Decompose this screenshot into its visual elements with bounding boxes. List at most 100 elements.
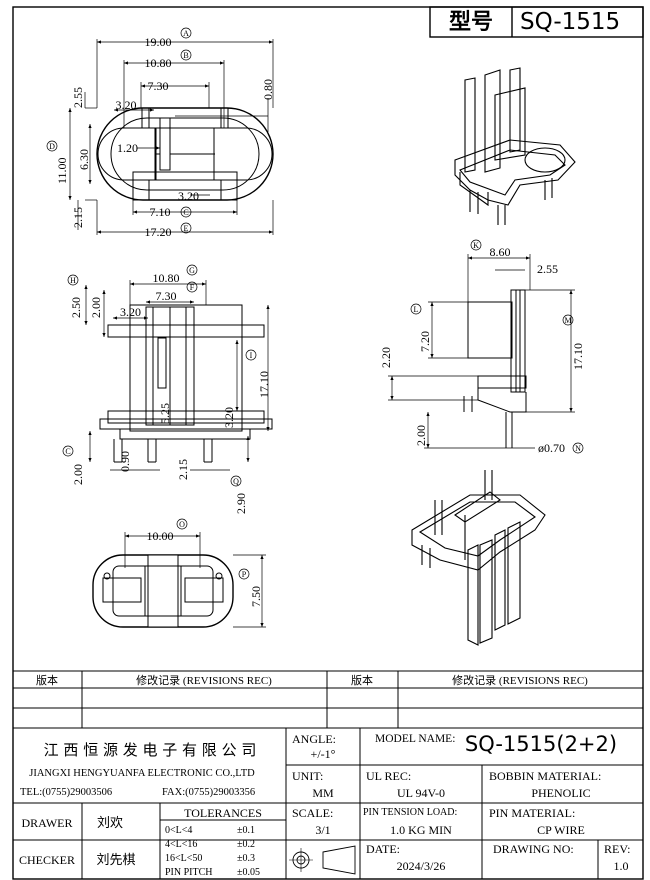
date-value: 2024/3/26	[397, 859, 446, 873]
top-view	[68, 39, 274, 235]
model-name-value: SQ-1515(2+2)	[465, 732, 617, 756]
model-name-label: MODEL NAME:	[375, 733, 455, 745]
company-tel: TEL:(0755)29003506	[20, 787, 112, 798]
svg-text:P: P	[242, 570, 247, 579]
svg-text:E: E	[184, 224, 189, 233]
mark-e: E	[180, 222, 192, 234]
tol-range-2: 16<L<50	[165, 853, 202, 864]
rev-col-version-1: 版本	[36, 673, 58, 687]
mark-p: P	[238, 568, 250, 580]
unit-value: MM	[312, 786, 334, 800]
dim-2-55-side: 2.55	[537, 262, 558, 276]
tol-value-0: ±0.1	[237, 825, 255, 836]
company-fax: FAX:(0755)29003356	[162, 787, 255, 798]
scale-value: 3/1	[315, 823, 330, 837]
svg-text:C: C	[65, 447, 70, 456]
mark-c-front: C	[62, 445, 74, 457]
bottom-view-labels: 10.00 O 7.50 P	[147, 518, 263, 607]
revisions-header: 版本 修改记录 (REVISIONS REC) 版本 修改记录 (REVISIO…	[36, 673, 588, 687]
drawer-name: 刘欢	[97, 816, 123, 831]
checker-name: 刘先棋	[96, 853, 135, 868]
rev-col-record-2: 修改记录 (REVISIONS REC)	[452, 673, 588, 687]
dim-2-00-front-2: 2.00	[71, 464, 85, 485]
svg-text:A: A	[183, 29, 189, 38]
dim-0-90: 0.90	[118, 451, 132, 472]
mark-d: D	[46, 140, 58, 152]
svg-text:D: D	[49, 142, 55, 151]
bobbin-value: PHENOLIC	[531, 786, 590, 800]
dim-2-15-top: 2.15	[71, 207, 85, 228]
svg-text:K: K	[473, 241, 479, 250]
dim-2-20: 2.20	[379, 347, 393, 368]
mark-g: G	[186, 264, 198, 276]
dim-3-20-front: 3.20	[120, 305, 141, 319]
tol-value-2: ±0.3	[237, 853, 255, 864]
mark-h: H	[67, 274, 79, 286]
svg-text:M: M	[564, 316, 571, 325]
pin-tension-value: 1.0 KG MIN	[390, 823, 452, 837]
dim-17-20: 17.20	[145, 225, 172, 239]
rev-value: 1.0	[614, 859, 629, 873]
tol-range-3: PIN PITCH	[165, 867, 213, 878]
mark-l: L	[410, 303, 422, 315]
front-view-labels: 10.80 G 7.30 F 3.20 2.50 H 2.00 5.25 3.2…	[62, 264, 271, 514]
dim-7-50: 7.50	[249, 586, 263, 607]
dim-pin-dia: ø0.70	[538, 441, 565, 455]
mark-o: O	[176, 518, 188, 530]
dim-7-30-front: 7.30	[156, 289, 177, 303]
dim-3-20-bottom: 3.20	[178, 189, 199, 203]
top-view-labels: 19.00 A 10.80 B 7.30 3.20 2.55 0.80 1.20…	[46, 27, 275, 239]
svg-text:G: G	[189, 266, 195, 275]
angle-label: ANGLE:	[292, 732, 336, 746]
dim-7-30: 7.30	[148, 79, 169, 93]
bobbin-label: BOBBIN MATERIAL:	[489, 769, 601, 783]
svg-text:C: C	[183, 208, 188, 217]
checker-label: CHECKER	[19, 853, 75, 867]
model-code: SQ-1515	[520, 9, 620, 35]
side-view-labels: 8.60 K 2.55 7.20 L 17.10 M 2.20 2.00 ø0.…	[379, 239, 585, 455]
bottom-view	[92, 532, 266, 628]
svg-text:L: L	[414, 305, 419, 314]
tol-value-1: ±0.2	[237, 839, 255, 850]
dim-2-00-side: 2.00	[414, 425, 428, 446]
ul-value: UL 94V-0	[397, 786, 445, 800]
pin-material-label: PIN MATERIAL:	[489, 806, 575, 820]
dim-2-15-front: 2.15	[176, 459, 190, 480]
dim-19-00: 19.00	[145, 35, 172, 49]
dim-7-10: 7.10	[150, 205, 171, 219]
dim-2-00-front: 2.00	[89, 297, 103, 318]
drawing-no-label: DRAWING NO:	[493, 842, 574, 856]
svg-text:Q: Q	[233, 477, 239, 486]
dim-17-10-front: 17.10	[257, 371, 271, 398]
tol-range-1: 4<L<16	[165, 839, 197, 850]
mark-i: I	[245, 349, 257, 361]
svg-text:N: N	[575, 444, 581, 453]
mark-n: N	[572, 442, 584, 454]
pin-tension-label: PIN TENSION LOAD:	[363, 807, 457, 818]
mark-f: F	[186, 281, 198, 293]
dim-2-55: 2.55	[71, 87, 85, 108]
mark-m: M	[562, 314, 574, 326]
dim-0-80: 0.80	[261, 79, 275, 100]
dim-10-80-front: 10.80	[153, 271, 180, 285]
dim-17-10-side: 17.10	[571, 343, 585, 370]
isometric-view-bottom	[411, 470, 546, 646]
mark-k: K	[470, 239, 482, 251]
unit-label: UNIT:	[292, 769, 323, 783]
dim-11-00: 11.00	[55, 157, 69, 184]
side-view	[388, 254, 575, 449]
dim-3-20-top: 3.20	[116, 98, 137, 112]
model-label: 型号	[449, 10, 493, 35]
svg-text:I: I	[250, 351, 253, 360]
revisions-table	[13, 670, 643, 729]
scale-label: SCALE:	[292, 806, 333, 820]
projection-symbol-icon	[289, 845, 356, 875]
mark-b: B	[180, 49, 192, 61]
svg-text:B: B	[183, 51, 188, 60]
company-info: 江 西 恒 源 发 电 子 有 限 公 司 JIANGXI HENGYUANFA…	[20, 741, 256, 798]
dim-8-60: 8.60	[490, 245, 511, 259]
dim-10-80: 10.80	[145, 56, 172, 70]
tol-value-3: ±0.05	[237, 867, 260, 878]
angle-value: +/-1°	[311, 747, 336, 761]
